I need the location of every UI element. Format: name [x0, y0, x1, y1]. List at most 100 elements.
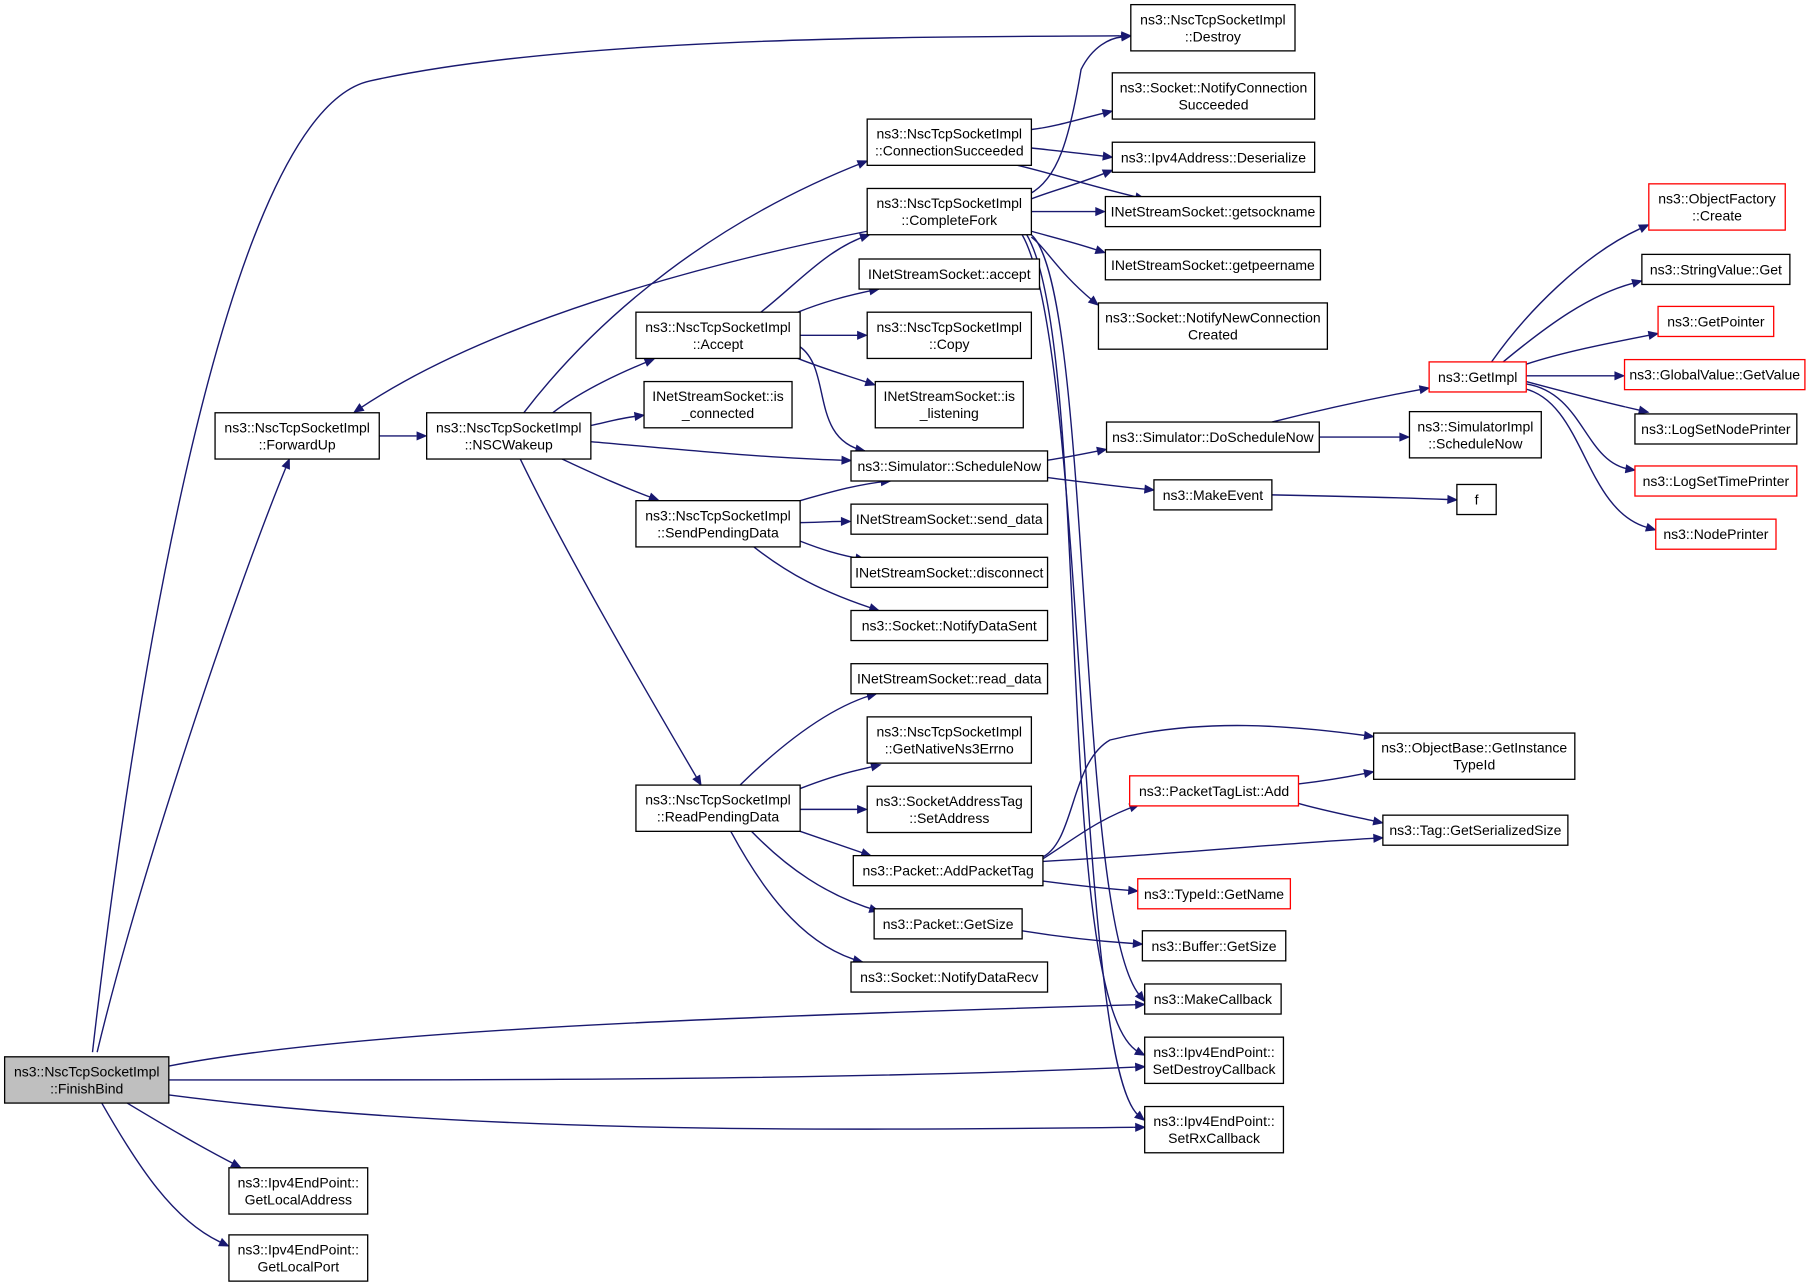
edge-line	[1031, 147, 1104, 157]
node-getlocaladdr[interactable]: ns3::Ipv4EndPoint::GetLocalAddress	[228, 1167, 369, 1215]
node-packetgetsize[interactable]: ns3::Packet::GetSize	[873, 908, 1023, 940]
node-senddata[interactable]: INetStreamSocket::send_data	[850, 503, 1049, 535]
node-label: ns3::PacketTagList::Add	[1139, 783, 1289, 799]
node-getnativeerrno[interactable]: ns3::NscTcpSocketImpl::GetNativeNs3Errno	[866, 716, 1033, 764]
node-label: ns3::NscTcpSocketImpl	[877, 195, 1023, 211]
node-notifydatarecv[interactable]: ns3::Socket::NotifyDataRecv	[850, 961, 1049, 993]
node-getimpl[interactable]: ns3::GetImpl	[1428, 361, 1527, 393]
arrowhead	[1418, 385, 1431, 395]
node-label: ns3::Socket::NotifyDataRecv	[860, 969, 1038, 985]
node-nodeprinter[interactable]: ns3::NodePrinter	[1655, 518, 1777, 550]
arrowhead	[1101, 108, 1114, 118]
node-f[interactable]: f	[1456, 483, 1497, 516]
node-label: INetStreamSocket::getsockname	[1111, 204, 1316, 220]
node-disconnect[interactable]: INetStreamSocket::disconnect	[850, 556, 1049, 589]
node-setrxcb[interactable]: ns3::Ipv4EndPoint::SetRxCallback	[1144, 1105, 1285, 1154]
node-label: ns3::Packet::GetSize	[883, 916, 1014, 932]
node-box	[1623, 358, 1806, 391]
node-accept[interactable]: ns3::NscTcpSocketImpl::Accept	[635, 311, 801, 360]
node-stringvalueget[interactable]: ns3::StringValue::Get	[1641, 253, 1791, 286]
edge-sendpending-to-senddata	[800, 516, 852, 527]
node-ipv4deser[interactable]: ns3::Ipv4Address::Deserialize	[1111, 141, 1316, 173]
node-getpeername[interactable]: INetStreamSocket::getpeername	[1104, 249, 1322, 281]
edge-completefork-to-getsockname	[1031, 207, 1107, 217]
edge-accept-to-islistening	[797, 357, 876, 387]
node-box	[228, 1167, 369, 1215]
node-label: ns3::Ipv4EndPoint::	[1153, 1113, 1274, 1129]
edge-line	[797, 288, 879, 313]
node-schedulenow[interactable]: ns3::Simulator::ScheduleNow	[850, 450, 1049, 482]
node-logsetnodeprinter[interactable]: ns3::LogSetNodePrinter	[1634, 413, 1798, 445]
edge-readpending-to-setaddress	[800, 804, 868, 814]
node-label: ns3::Ipv4EndPoint::	[238, 1174, 359, 1190]
node-label: ns3::LogSetNodePrinter	[1641, 421, 1791, 437]
node-box	[1144, 1105, 1285, 1154]
node-notifydatasent[interactable]: ns3::Socket::NotifyDataSent	[850, 609, 1049, 642]
node-globalvalueget[interactable]: ns3::GlobalValue::GetValue	[1623, 358, 1806, 391]
node-destroy[interactable]: ns3::NscTcpSocketImpl::Destroy	[1130, 3, 1296, 52]
node-packettagadd[interactable]: ns3::PacketTagList::Add	[1129, 775, 1300, 807]
edge-line	[1271, 494, 1448, 501]
node-islistening[interactable]: INetStreamSocket::is_listening	[874, 380, 1024, 429]
node-doschedulenow[interactable]: ns3::Simulator::DoScheduleNow	[1105, 421, 1320, 453]
node-box	[1634, 413, 1798, 445]
node-makecallback[interactable]: ns3::MakeCallback	[1144, 983, 1282, 1015]
node-label: ::FinishBind	[50, 1080, 123, 1096]
node-getsockname[interactable]: INetStreamSocket::getsockname	[1104, 195, 1322, 228]
node-objfactorycreate[interactable]: ns3::ObjectFactory::Create	[1648, 183, 1786, 231]
edge-nscwakeup-to-schedulenow	[590, 440, 853, 465]
node-readpending[interactable]: ns3::NscTcpSocketImpl::ReadPendingData	[635, 784, 801, 832]
edge-getimpl-to-getpointer	[1526, 330, 1660, 365]
node-typeidgetname[interactable]: ns3::TypeId::GetName	[1137, 878, 1292, 910]
node-readdata[interactable]: INetStreamSocket::read_data	[850, 663, 1049, 695]
node-getpointer[interactable]: ns3::GetPointer	[1657, 305, 1775, 338]
node-copy[interactable]: ns3::NscTcpSocketImpl::Copy	[866, 311, 1033, 360]
node-completefork[interactable]: ns3::NscTcpSocketImpl::CompleteFork	[866, 187, 1033, 236]
node-logsettimeprinter[interactable]: ns3::LogSetTimePrinter	[1634, 465, 1798, 497]
node-box	[1144, 983, 1282, 1015]
arrowhead	[1134, 990, 1146, 1003]
node-setdestroycb[interactable]: ns3::Ipv4EndPoint::SetDestroyCallback	[1144, 1036, 1285, 1085]
edge-getimpl-to-objfactorycreate	[1490, 224, 1650, 363]
node-buffergetsize[interactable]: ns3::Buffer::GetSize	[1141, 930, 1287, 962]
node-connsucc[interactable]: ns3::NscTcpSocketImpl::ConnectionSucceed…	[866, 118, 1033, 166]
arrowhead	[841, 455, 853, 465]
edge-line	[739, 693, 877, 786]
edge-tail	[1625, 406, 1640, 411]
node-simimplschednow[interactable]: ns3::SimulatorImpl::ScheduleNow	[1408, 410, 1542, 459]
node-nsaccept[interactable]: INetStreamSocket::accept	[858, 258, 1041, 290]
node-label: ns3::Ipv4EndPoint::	[238, 1242, 359, 1258]
node-box	[1382, 814, 1569, 846]
node-makeevent[interactable]: ns3::MakeEvent	[1153, 479, 1273, 511]
node-taggetsersize[interactable]: ns3::Tag::GetSerializedSize	[1382, 814, 1569, 846]
node-box	[866, 785, 1033, 834]
node-box	[850, 556, 1049, 589]
node-sendpending[interactable]: ns3::NscTcpSocketImpl::SendPendingData	[635, 500, 801, 548]
node-label: ns3::NscTcpSocketImpl	[645, 792, 791, 808]
node-nscwakeup[interactable]: ns3::NscTcpSocketImpl::NSCWakeup	[426, 412, 592, 460]
node-label: ns3::NodePrinter	[1663, 526, 1768, 542]
arrowhead	[1135, 1000, 1146, 1010]
node-label: ns3::Packet::AddPacketTag	[863, 863, 1034, 879]
node-setaddress[interactable]: ns3::SocketAddressTag::SetAddress	[866, 785, 1033, 834]
node-forwardup[interactable]: ns3::NscTcpSocketImpl::ForwardUp	[214, 412, 380, 460]
edge-connsucc-to-ipv4deser	[1031, 147, 1114, 161]
edge-line	[1030, 234, 1140, 995]
node-isconnected[interactable]: INetStreamSocket::is_connected	[643, 380, 793, 429]
node-label: ns3::Simulator::DoScheduleNow	[1112, 429, 1314, 445]
node-label: ns3::SimulatorImpl	[1417, 418, 1533, 434]
node-box	[1153, 479, 1273, 511]
arrowhead	[1120, 32, 1133, 42]
node-finishbind[interactable]: ns3::NscTcpSocketImpl::FinishBind	[3, 1056, 170, 1104]
node-addpackettag[interactable]: ns3::Packet::AddPacketTag	[852, 854, 1044, 887]
node-label: INetStreamSocket::disconnect	[855, 564, 1043, 580]
edge-line	[1047, 476, 1145, 490]
edge-finishbind-to-setdestroycb	[168, 1062, 1146, 1081]
node-label: ::Destroy	[1185, 28, 1241, 44]
node-box	[852, 854, 1044, 887]
arrowhead	[870, 762, 882, 772]
node-getlocalport[interactable]: ns3::Ipv4EndPoint::GetLocalPort	[228, 1234, 369, 1282]
